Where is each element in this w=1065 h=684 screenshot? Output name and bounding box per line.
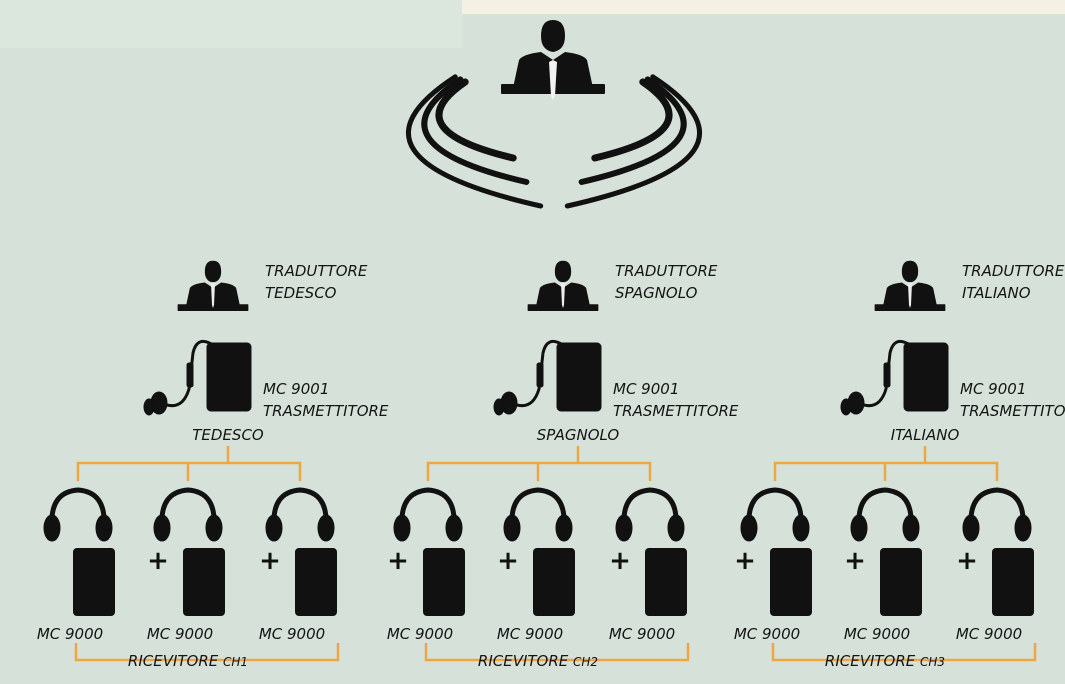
transmitter-label: TRASMETTITORE — [960, 402, 1065, 420]
translator-language-label: ITALIANO — [962, 284, 1031, 302]
receiver-model-label: MC 9000 — [387, 625, 453, 643]
receiver-model-label: MC 9000 — [147, 625, 213, 643]
receiver-device-icon — [73, 548, 115, 616]
transmitter-icon — [492, 339, 603, 417]
transmitter-language-label: TEDESCO — [192, 426, 264, 444]
plus-icon: + — [147, 546, 169, 576]
transmitter-icon — [839, 339, 950, 417]
plus-icon: + — [609, 546, 631, 576]
receiver-model-label: MC 9000 — [844, 625, 910, 643]
receiver-device-icon — [645, 548, 687, 616]
connector-lines — [771, 446, 1037, 662]
translator-language-label: SPAGNOLO — [615, 284, 698, 302]
headphones-icon — [963, 490, 1031, 541]
transmitter-model-label: MC 9001 — [960, 380, 1026, 398]
transmitter-label: TRASMETTITORE — [613, 402, 739, 420]
headphones-icon — [616, 490, 684, 541]
plus-icon: + — [259, 546, 281, 576]
receiver-1: + MC 9000 — [387, 490, 465, 643]
headphones-icon — [266, 490, 334, 541]
translator-icon — [527, 260, 599, 312]
receiver-2: + MC 9000 — [147, 490, 225, 643]
receiver-device-icon — [183, 548, 225, 616]
connector-lines — [424, 446, 690, 662]
plus-icon: + — [497, 546, 519, 576]
channel-label: CH1 — [223, 655, 248, 669]
receiver-device-icon — [992, 548, 1034, 616]
receiver-1: + MC 9000 — [734, 490, 812, 643]
transmitter-model-label: MC 9001 — [613, 380, 679, 398]
speaker-at-podium-icon — [501, 20, 605, 100]
translator-icon — [874, 260, 946, 312]
receiver-device-icon — [533, 548, 575, 616]
receiver-model-label: MC 9000 — [956, 625, 1022, 643]
headphones-icon — [504, 490, 572, 541]
plus-icon: + — [734, 546, 756, 576]
receiver-model-label: MC 9000 — [497, 625, 563, 643]
plus-icon: + — [956, 546, 978, 576]
receiver-group-text: RICEVITORE — [478, 652, 573, 670]
headphones-icon — [154, 490, 222, 541]
channel-label: CH3 — [920, 655, 945, 669]
receiver-1: MC 9000 — [37, 490, 115, 643]
receiver-group-label: RICEVITORE CH3 — [825, 652, 945, 670]
top-left-panel — [0, 0, 462, 48]
transmitter-language-label: SPAGNOLO — [537, 426, 620, 444]
translator-language-label: TEDESCO — [265, 284, 337, 302]
plus-icon: + — [387, 546, 409, 576]
transmitter-label: TRASMETTITORE — [263, 402, 389, 420]
receiver-device-icon — [423, 548, 465, 616]
translator-label: TRADUTTORE — [615, 262, 718, 280]
transmitter-language-label: ITALIANO — [891, 426, 960, 444]
receiver-group-label: RICEVITORE CH2 — [478, 652, 598, 670]
channel-label: CH2 — [573, 655, 598, 669]
receiver-device-icon — [770, 548, 812, 616]
sound-waves-icon — [406, 74, 702, 209]
receiver-model-label: MC 9000 — [734, 625, 800, 643]
receiver-3: + MC 9000 — [259, 490, 337, 643]
receiver-2: + MC 9000 — [497, 490, 575, 643]
plus-icon: + — [844, 546, 866, 576]
translator-label: TRADUTTORE — [265, 262, 368, 280]
transmitter-icon — [142, 339, 253, 417]
receiver-group-text: RICEVITORE — [128, 652, 223, 670]
headphones-icon — [851, 490, 919, 541]
translator-label: TRADUTTORE — [962, 262, 1065, 280]
receiver-3: + MC 9000 — [609, 490, 687, 643]
connector-lines — [74, 446, 340, 662]
transmitter-model-label: MC 9001 — [263, 380, 329, 398]
receiver-device-icon — [295, 548, 337, 616]
receiver-3: + MC 9000 — [956, 490, 1034, 643]
headphones-icon — [741, 490, 809, 541]
receiver-model-label: MC 9000 — [259, 625, 325, 643]
receiver-model-label: MC 9000 — [37, 625, 103, 643]
receiver-group-label: RICEVITORE CH1 — [128, 652, 248, 670]
top-right-panel — [462, 0, 1065, 14]
receiver-model-label: MC 9000 — [609, 625, 675, 643]
headphones-icon — [44, 490, 112, 541]
receiver-group-text: RICEVITORE — [825, 652, 920, 670]
translator-icon — [177, 260, 249, 312]
headphones-icon — [394, 490, 462, 541]
receiver-2: + MC 9000 — [844, 490, 922, 643]
receiver-device-icon — [880, 548, 922, 616]
